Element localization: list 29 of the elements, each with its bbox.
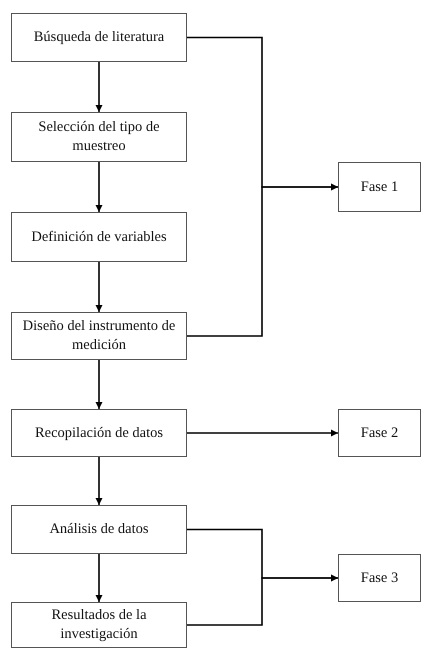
process-box [11, 112, 187, 162]
box-label: Búsqueda de literatura [34, 28, 164, 47]
box-label: Fase 3 [360, 568, 398, 588]
process-box [338, 554, 421, 602]
process-box [11, 505, 187, 554]
box-label: Recopilación de datos [34, 424, 164, 442]
process-box [11, 13, 187, 62]
box-label: Análisis de datos [49, 520, 149, 539]
process-box [338, 409, 421, 457]
arrow [96, 162, 102, 212]
process-box [11, 212, 187, 262]
process-box [338, 162, 421, 212]
arrow [96, 457, 102, 505]
arrow [96, 554, 102, 602]
arrow [96, 360, 102, 409]
process-box [11, 312, 187, 360]
box-label: Selección del tipo de muestreo [37, 118, 161, 156]
box-label: Resultados de la investigación [50, 606, 148, 644]
box-label: Fase 2 [360, 424, 398, 442]
process-box [11, 602, 187, 648]
arrow [96, 262, 102, 312]
box-label: Diseño del instrumento de medición [22, 317, 176, 355]
arrow [187, 430, 338, 436]
arrow [187, 574, 338, 626]
process-box [11, 409, 187, 457]
arrow [187, 184, 338, 337]
arrow [96, 62, 102, 112]
box-label: Definición de variables [31, 228, 167, 246]
box-label: Fase 1 [360, 178, 398, 196]
